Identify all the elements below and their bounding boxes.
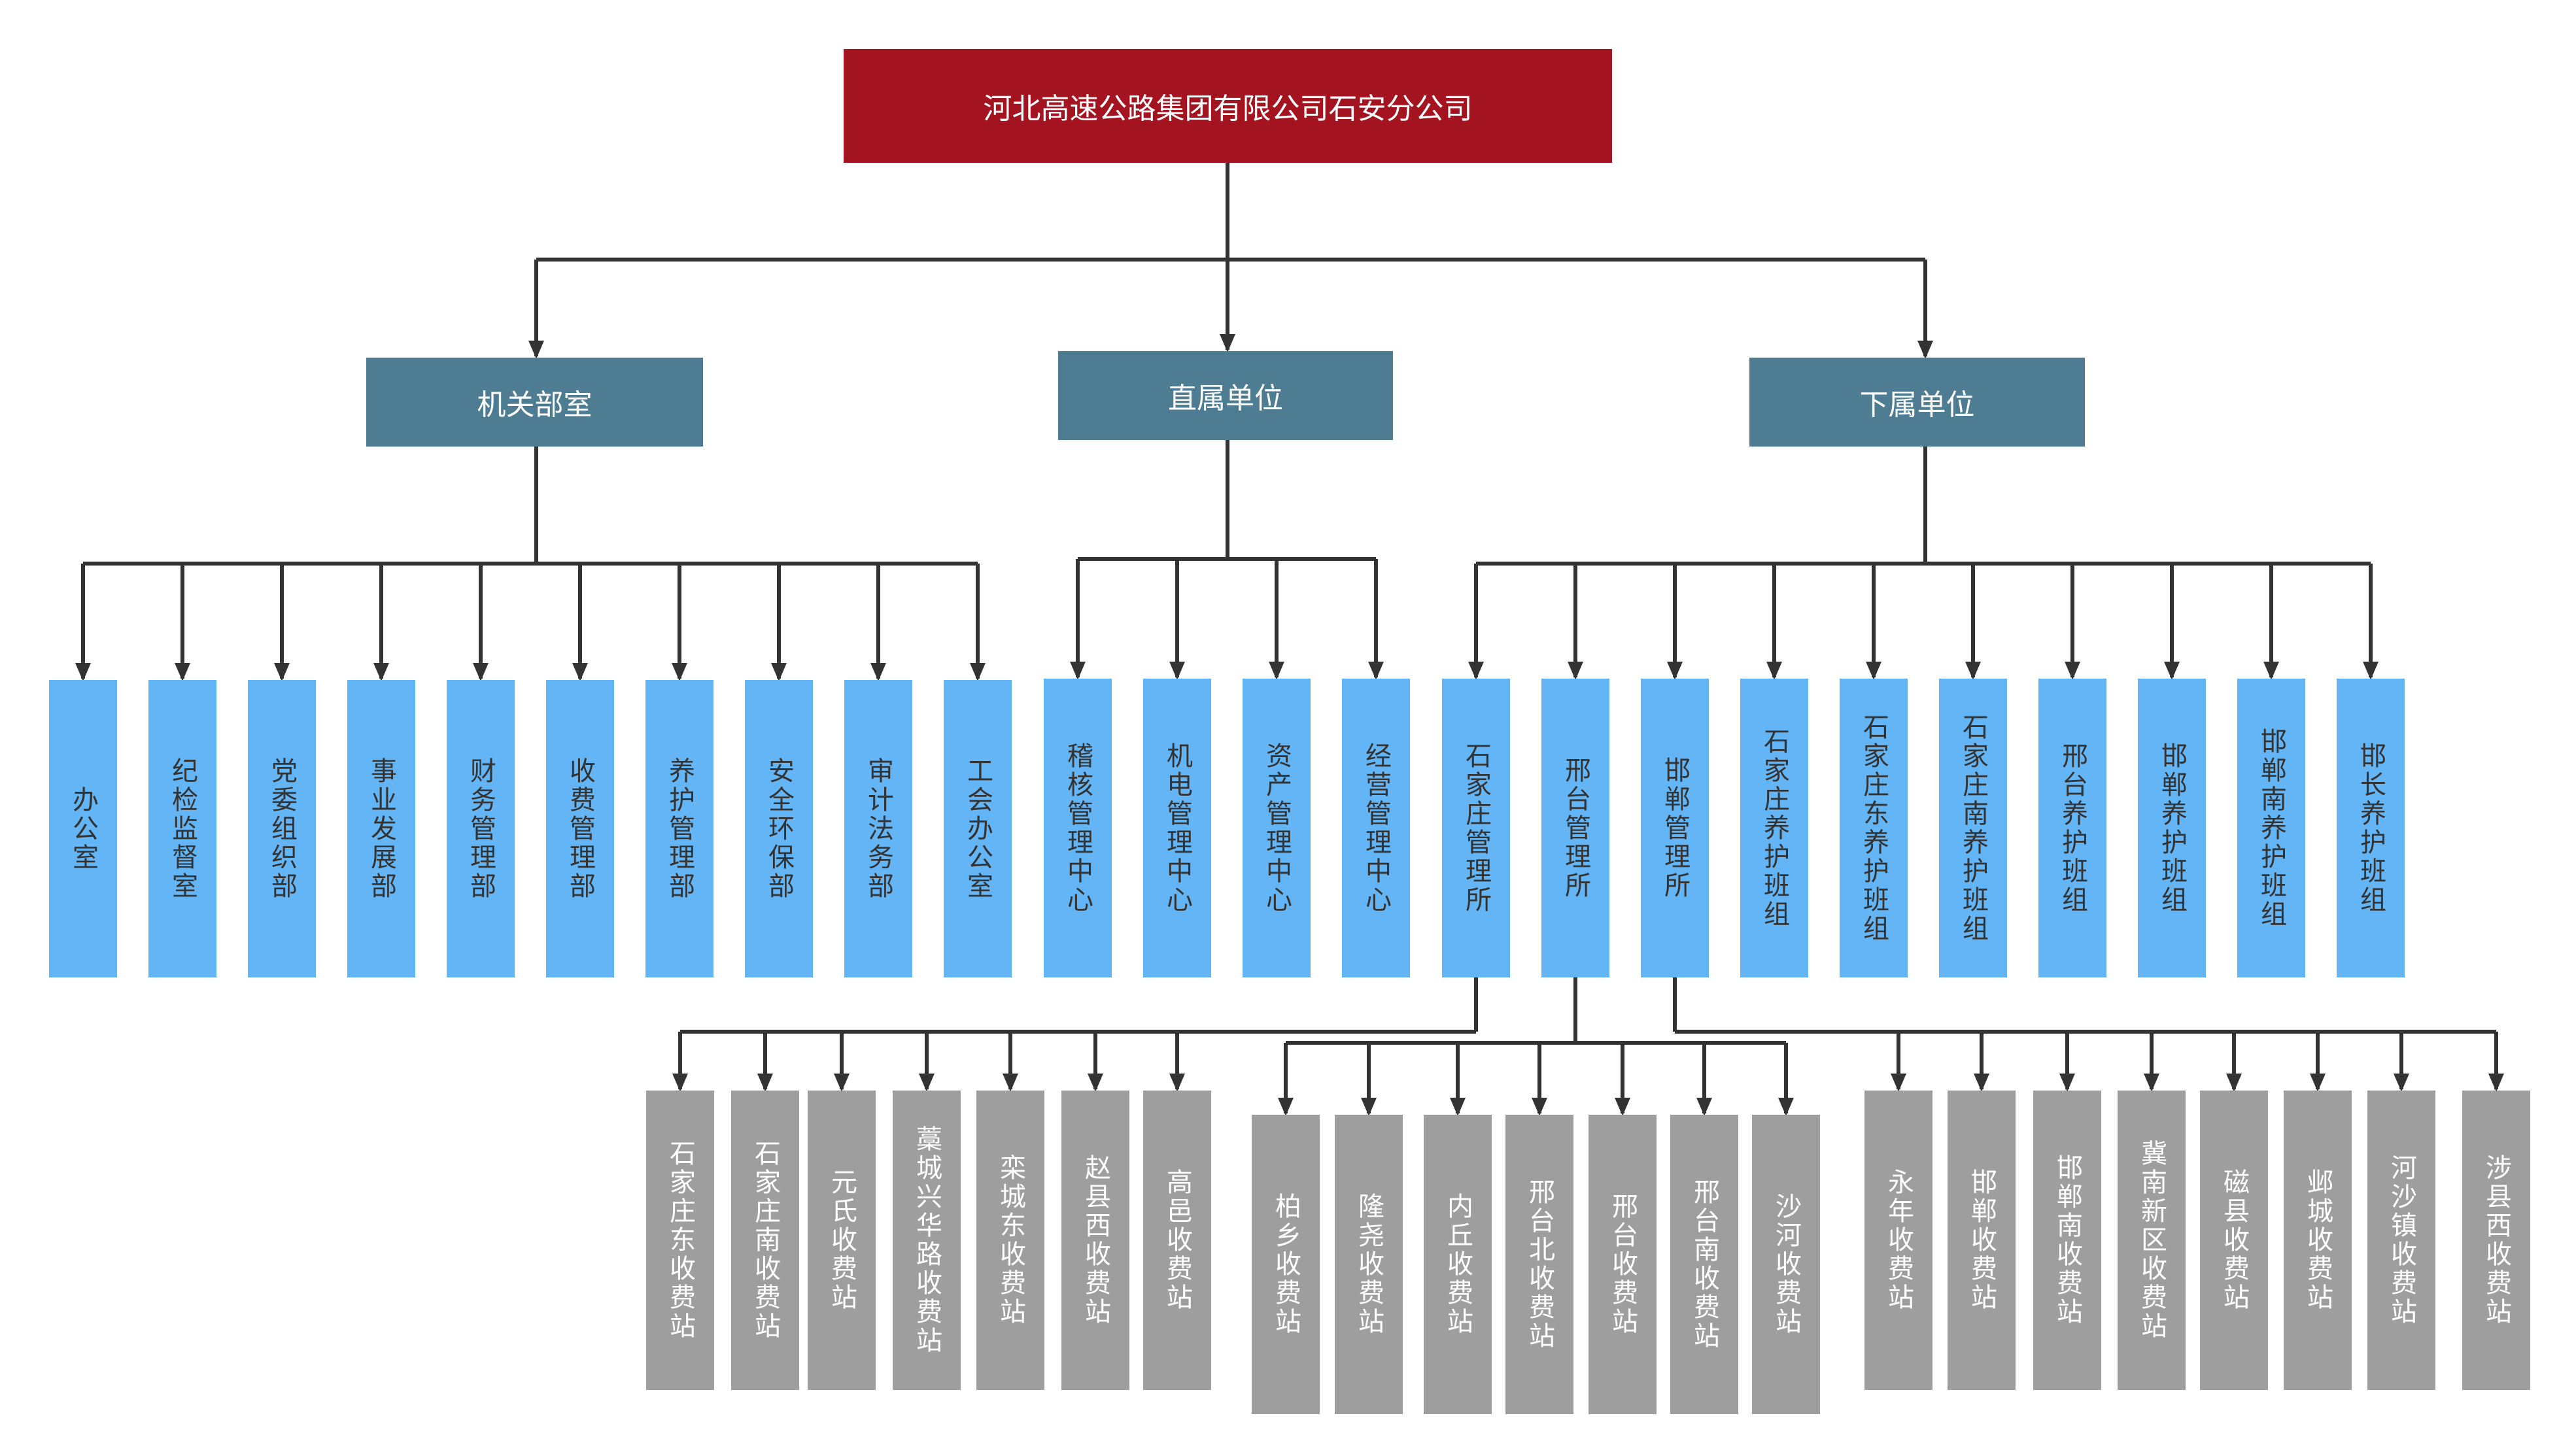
hd-station-box-4: 磁县收费站 bbox=[2200, 1091, 2268, 1390]
direct-unit-box-3: 经营管理中心 bbox=[1342, 679, 1410, 977]
xt-station-box-6: 沙河收费站 bbox=[1752, 1115, 1820, 1414]
subordinate-unit-box-4: 石家庄东养护班组 bbox=[1840, 679, 1908, 977]
hd-station-box-7: 涉县西收费站 bbox=[2462, 1091, 2530, 1390]
xt-station-box-3: 邢台北收费站 bbox=[1505, 1115, 1573, 1414]
department-box-0: 办公室 bbox=[49, 680, 117, 977]
xt-station-box-2: 内丘收费站 bbox=[1424, 1115, 1492, 1414]
sjz-station-box-4: 栾城东收费站 bbox=[976, 1091, 1044, 1390]
sjz-station-box-6: 高邑收费站 bbox=[1143, 1091, 1211, 1390]
direct-unit-box-0: 稽核管理中心 bbox=[1044, 679, 1112, 977]
subordinate-unit-box-9: 邯长养护班组 bbox=[2337, 679, 2405, 977]
department-box-7: 安全环保部 bbox=[745, 680, 813, 977]
hd-station-box-0: 永年收费站 bbox=[1864, 1091, 1932, 1390]
category-direct-units: 直属单位 bbox=[1058, 351, 1393, 440]
subordinate-unit-box-0: 石家庄管理所 bbox=[1442, 679, 1510, 977]
department-box-9: 工会办公室 bbox=[944, 680, 1012, 977]
category-departments: 机关部室 bbox=[366, 358, 703, 447]
category-subordinate-units: 下属单位 bbox=[1749, 358, 2085, 447]
sjz-station-box-5: 赵县西收费站 bbox=[1061, 1091, 1129, 1390]
subordinate-unit-box-5: 石家庄南养护班组 bbox=[1939, 679, 2007, 977]
subordinate-unit-box-2: 邯郸管理所 bbox=[1641, 679, 1709, 977]
department-box-1: 纪检监督室 bbox=[148, 680, 216, 977]
department-box-6: 养护管理部 bbox=[645, 680, 713, 977]
direct-unit-box-1: 机电管理中心 bbox=[1143, 679, 1211, 977]
xt-station-box-1: 隆尧收费站 bbox=[1335, 1115, 1403, 1414]
department-box-3: 事业发展部 bbox=[347, 680, 415, 977]
hd-station-box-6: 河沙镇收费站 bbox=[2367, 1091, 2435, 1390]
subordinate-unit-box-3: 石家庄养护班组 bbox=[1740, 679, 1808, 977]
sjz-station-box-0: 石家庄东收费站 bbox=[646, 1091, 714, 1390]
subordinate-unit-box-1: 邢台管理所 bbox=[1541, 679, 1609, 977]
sjz-station-box-3: 藁城兴华路收费站 bbox=[893, 1091, 961, 1390]
department-box-8: 审计法务部 bbox=[844, 680, 912, 977]
hd-station-box-5: 邺城收费站 bbox=[2284, 1091, 2352, 1390]
department-box-2: 党委组织部 bbox=[248, 680, 316, 977]
xt-station-box-4: 邢台收费站 bbox=[1589, 1115, 1657, 1414]
xt-station-box-5: 邢台南收费站 bbox=[1670, 1115, 1738, 1414]
department-box-4: 财务管理部 bbox=[447, 680, 515, 977]
hd-station-box-1: 邯郸收费站 bbox=[1948, 1091, 2016, 1390]
subordinate-unit-box-7: 邯郸养护班组 bbox=[2138, 679, 2206, 977]
subordinate-unit-box-6: 邢台养护班组 bbox=[2038, 679, 2106, 977]
subordinate-unit-box-8: 邯郸南养护班组 bbox=[2237, 679, 2305, 977]
sjz-station-box-2: 元氏收费站 bbox=[808, 1091, 876, 1390]
hd-station-box-2: 邯郸南收费站 bbox=[2033, 1091, 2101, 1390]
direct-unit-box-2: 资产管理中心 bbox=[1243, 679, 1311, 977]
root-node: 河北高速公路集团有限公司石安分公司 bbox=[844, 49, 1612, 163]
hd-station-box-3: 冀南新区收费站 bbox=[2118, 1091, 2186, 1390]
sjz-station-box-1: 石家庄南收费站 bbox=[731, 1091, 799, 1390]
xt-station-box-0: 柏乡收费站 bbox=[1252, 1115, 1320, 1414]
department-box-5: 收费管理部 bbox=[546, 680, 614, 977]
